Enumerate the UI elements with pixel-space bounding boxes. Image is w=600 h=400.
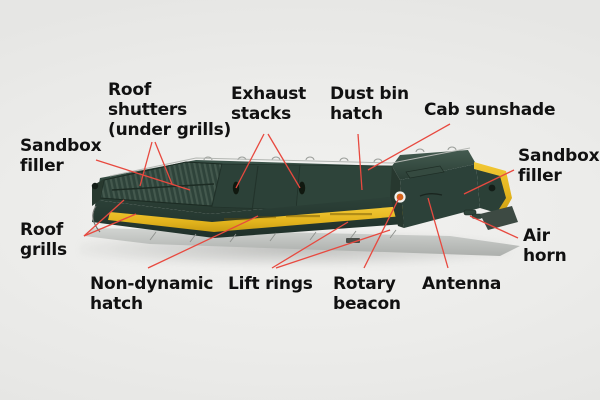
annotation-label-roof-shutters: Roof shutters (under grills) [108,80,232,140]
annotation-label-antenna: Antenna [422,274,502,294]
antenna [419,193,443,197]
annotation-label-rotary-beacon: Rotary beacon [333,274,401,314]
annotation-label-air-horn: Air horn [523,226,567,266]
exhaust-stack-front [232,181,240,195]
exhaust-stack-rear [298,181,306,195]
annotation-label-exhaust-stacks: Exhaust stacks [231,84,307,124]
underframe [84,228,520,256]
fuel-tank-detail [346,238,360,243]
annotation-label-non-dynamic-hatch: Non-dynamic hatch [90,274,214,314]
annotation-label-sandbox-filler-right: Sandbox filler [518,146,600,186]
sandbox-filler-left-cap [91,182,99,190]
rotary-beacon-lens [396,193,404,201]
annotation-label-sandbox-filler-left: Sandbox filler [20,136,102,176]
cab-side [400,164,480,228]
annotation-label-roof-grills: Roof grills [20,220,67,260]
sandbox-filler-right-cap [488,184,496,192]
roof-plate [211,163,301,211]
annotation-label-cab-sunshade: Cab sunshade [424,100,556,120]
annotation-label-lift-rings: Lift rings [228,274,313,294]
air-horn [463,209,483,219]
annotation-label-dust-bin-hatch: Dust bin hatch [330,84,409,124]
